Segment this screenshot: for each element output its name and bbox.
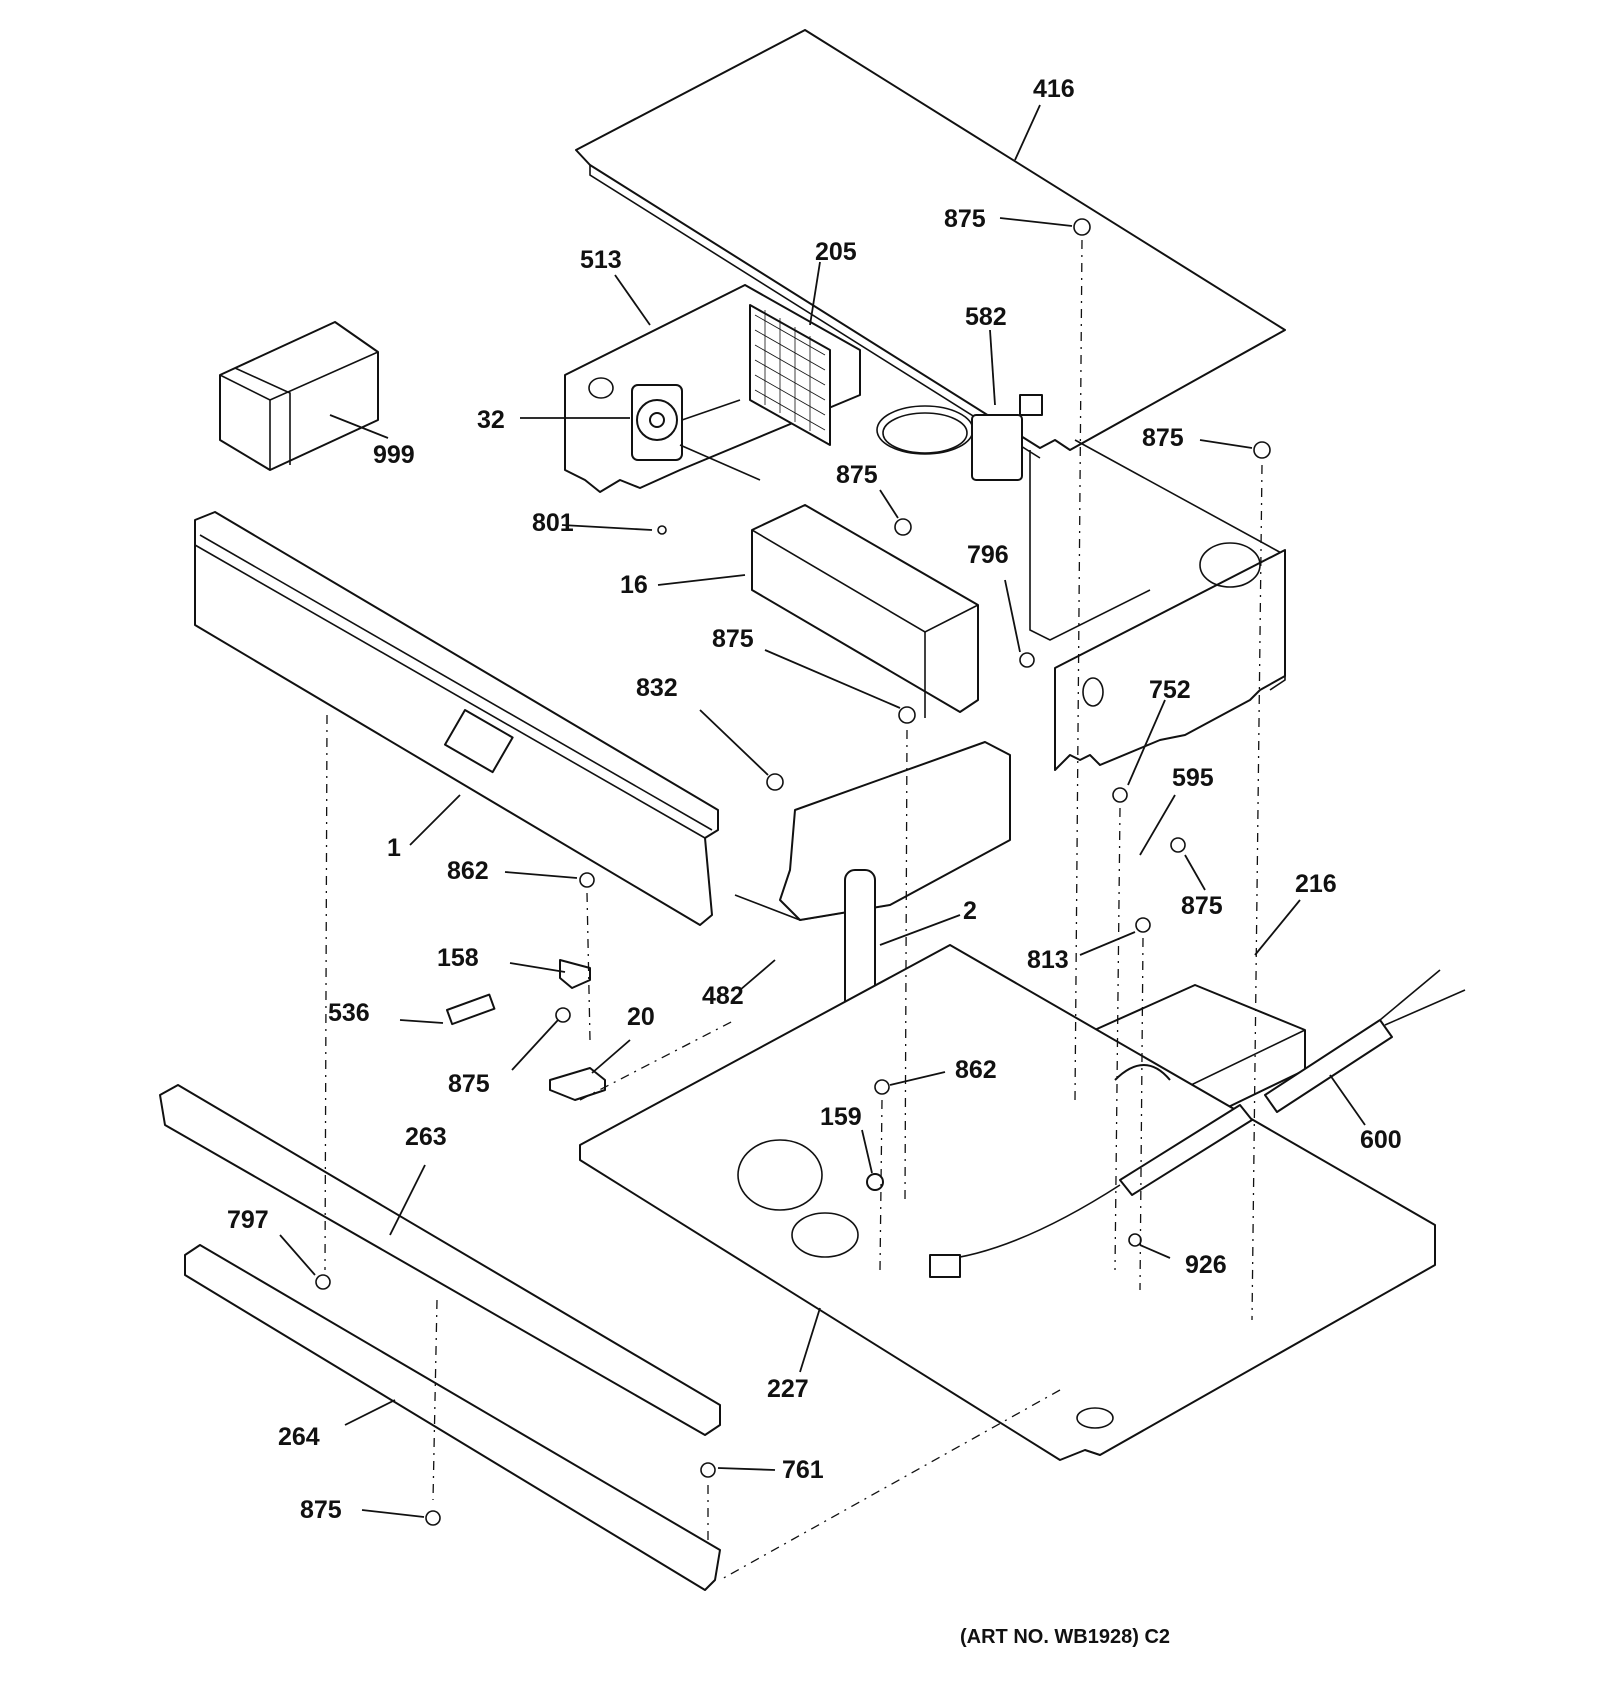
callout-926: 926 — [1185, 1251, 1227, 1279]
art-number: (ART NO. WB1928) C2 — [960, 1626, 1170, 1648]
callout-2: 2 — [963, 897, 977, 925]
alignment-lines — [324, 239, 1263, 1581]
part-thermostat-158 — [559, 959, 591, 989]
part-grille — [749, 304, 831, 446]
callout-875: 875 — [1142, 424, 1184, 452]
callout-875: 875 — [448, 1070, 490, 1098]
callout-875: 875 — [944, 205, 986, 233]
callout-797: 797 — [227, 1206, 269, 1234]
screws — [315, 218, 1271, 1526]
callout-216: 216 — [1295, 870, 1337, 898]
part-small-components — [446, 959, 1171, 1191]
part-transformer — [876, 394, 1043, 481]
part-clip-595 — [1114, 1064, 1171, 1081]
part-bottom-panel — [579, 944, 1436, 1461]
part-thermostat-159 — [866, 1173, 884, 1191]
callout-416: 416 — [1033, 75, 1075, 103]
callout-16: 16 — [620, 571, 648, 599]
callout-159: 159 — [820, 1103, 862, 1131]
part-kick-plate — [184, 1244, 721, 1591]
part-terminal-536 — [446, 993, 496, 1026]
callout-813: 813 — [1027, 946, 1069, 974]
callout-20: 20 — [627, 1003, 655, 1031]
callout-999: 999 — [373, 441, 415, 469]
part-rear-cabinet — [1029, 439, 1286, 771]
callout-227: 227 — [767, 1375, 809, 1403]
callout-263: 263 — [405, 1123, 447, 1151]
callout-536: 536 — [328, 999, 370, 1027]
leader-lines — [279, 104, 1366, 1518]
callout-862: 862 — [955, 1056, 997, 1084]
callout-1: 1 — [387, 834, 401, 862]
callout-862: 862 — [447, 857, 489, 885]
callout-801: 801 — [532, 509, 574, 537]
callout-205: 205 — [815, 238, 857, 266]
callout-158: 158 — [437, 944, 479, 972]
callout-875: 875 — [1181, 892, 1223, 920]
part-fan-motor — [631, 384, 761, 481]
callout-752: 752 — [1149, 676, 1191, 704]
callout-513: 513 — [580, 246, 622, 274]
part-box — [219, 321, 379, 471]
part-top-panel — [575, 29, 1286, 459]
part-conduit — [929, 969, 1466, 1278]
part-control-panel — [194, 511, 719, 926]
callout-32: 32 — [477, 406, 505, 434]
callout-264: 264 — [278, 1423, 320, 1451]
callout-832: 832 — [636, 674, 678, 702]
callout-600: 600 — [1360, 1126, 1402, 1154]
callout-796: 796 — [967, 541, 1009, 569]
callout-582: 582 — [965, 303, 1007, 331]
callout-875: 875 — [300, 1496, 342, 1524]
callout-761: 761 — [782, 1456, 824, 1484]
part-control-board — [751, 504, 979, 718]
callout-labels: 416 875 205 513 582 32 999 875 875 801 1… — [227, 75, 1402, 1648]
part-bracket-20 — [549, 1067, 606, 1101]
callout-875: 875 — [836, 461, 878, 489]
callout-875: 875 — [712, 625, 754, 653]
callout-482: 482 — [702, 982, 744, 1010]
callout-595: 595 — [1172, 764, 1214, 792]
part-lower-trim — [159, 1084, 721, 1436]
